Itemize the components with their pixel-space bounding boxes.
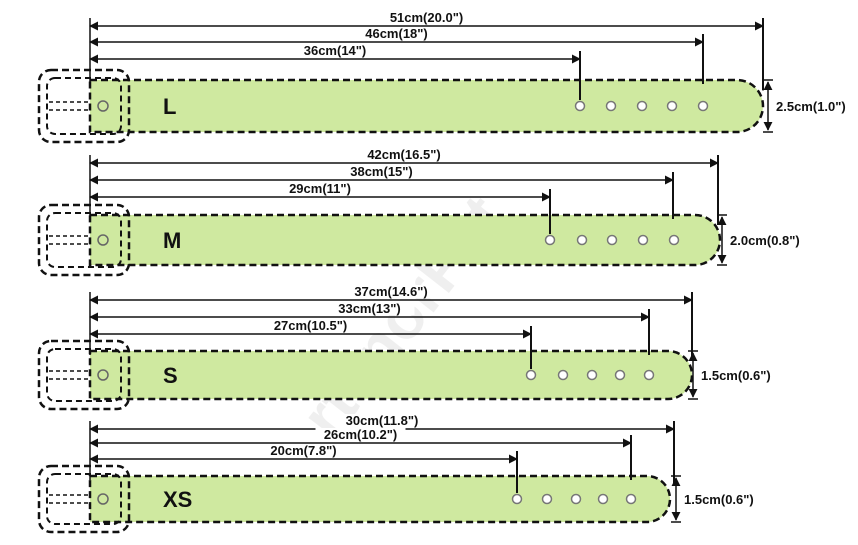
adjustment-hole: [605, 100, 617, 112]
adjustment-hole: [625, 493, 637, 505]
collar-strap: [88, 78, 765, 134]
adjustment-hole: [697, 100, 709, 112]
length-label-bg: [265, 319, 356, 332]
length-label-bg: [324, 302, 415, 315]
length-label-bg: [346, 285, 436, 298]
size-label: XS: [163, 487, 192, 512]
collar-strap: [88, 349, 694, 401]
length-label-bg: [359, 148, 449, 161]
length-label-bg: [258, 444, 349, 457]
length-label: 33cm(13"): [338, 301, 401, 316]
length-label: 51cm(20.0"): [390, 10, 463, 25]
buckle-rivet: [97, 100, 109, 112]
adjustment-hole: [576, 234, 588, 246]
collar-strap: [88, 213, 722, 267]
length-label: 36cm(14"): [304, 43, 367, 58]
adjustment-hole: [666, 100, 678, 112]
buckle-outer-frame: [37, 464, 131, 534]
buckle-outer-frame: [37, 68, 131, 144]
collar-strap: [88, 474, 672, 524]
length-label-bg: [381, 11, 472, 24]
buckle-outer-frame: [37, 339, 131, 411]
adjustment-hole: [668, 234, 680, 246]
adjustment-hole: [541, 493, 553, 505]
width-label: 2.5cm(1.0"): [776, 99, 846, 114]
width-label: 2.0cm(0.8"): [730, 233, 800, 248]
adjustment-hole: [606, 234, 618, 246]
length-label-bg: [336, 165, 427, 178]
adjustment-hole: [511, 493, 523, 505]
adjustment-hole: [597, 493, 609, 505]
adjustment-hole: [525, 369, 537, 381]
length-label-bg: [315, 428, 406, 441]
length-label: 37cm(14.6"): [354, 284, 427, 299]
length-label: 30cm(11.8"): [346, 413, 419, 428]
buckle-inner-frame: [46, 473, 122, 525]
buckle-rivet: [97, 493, 109, 505]
length-label: 26cm(10.2"): [324, 427, 397, 442]
adjustment-hole: [637, 234, 649, 246]
size-label: L: [163, 94, 176, 119]
length-label-bg: [351, 27, 442, 40]
length-label: 20cm(7.8"): [270, 443, 336, 458]
length-label: 38cm(15"): [350, 164, 413, 179]
adjustment-hole: [614, 369, 626, 381]
width-label: 1.5cm(0.6"): [701, 368, 771, 383]
length-label: 42cm(16.5"): [367, 147, 440, 162]
adjustment-hole: [557, 369, 569, 381]
adjustment-hole: [586, 369, 598, 381]
length-label: 46cm(18"): [365, 26, 428, 41]
buckle-inner-frame: [46, 77, 122, 135]
width-label: 1.5cm(0.6"): [684, 492, 754, 507]
adjustment-hole: [570, 493, 582, 505]
length-label-bg: [290, 44, 380, 57]
adjustment-hole: [544, 234, 556, 246]
length-label-bg: [275, 182, 365, 195]
buckle-inner-frame: [46, 212, 122, 268]
adjustment-hole: [574, 100, 586, 112]
length-label: 27cm(10.5"): [274, 318, 347, 333]
size-label: M: [163, 228, 181, 253]
buckle-outer-frame: [37, 203, 131, 277]
length-label-bg: [337, 414, 427, 427]
adjustment-hole: [643, 369, 655, 381]
size-label: S: [163, 363, 178, 388]
length-label: 29cm(11"): [289, 181, 351, 196]
adjustment-hole: [636, 100, 648, 112]
buckle-rivet: [97, 369, 109, 381]
buckle-rivet: [97, 234, 109, 246]
